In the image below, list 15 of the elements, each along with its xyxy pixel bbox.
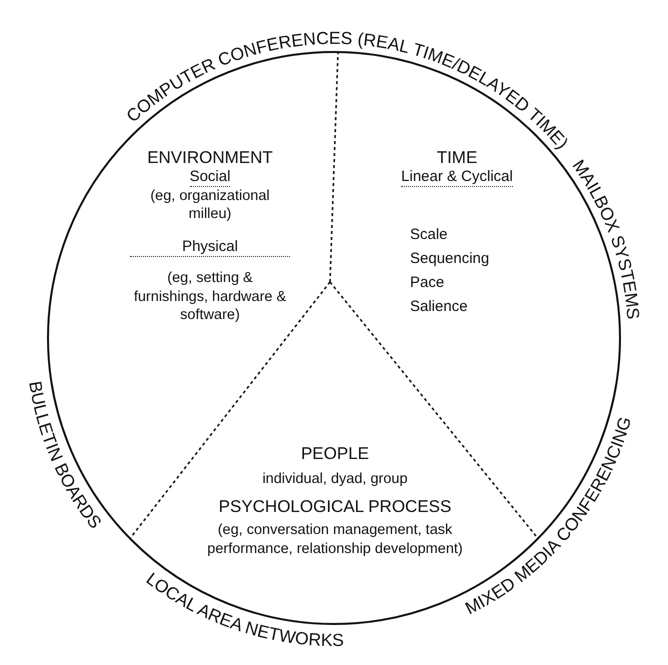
sector-subheading: Linear & Cyclical — [401, 169, 513, 186]
sector-heading: PEOPLE — [300, 444, 370, 464]
sector-text: Salience — [410, 296, 469, 316]
sector-text: Pace — [410, 272, 446, 292]
sector-subheading: Physical — [130, 239, 290, 257]
sector-text: Sequencing — [410, 248, 490, 268]
sector-heading: TIME — [436, 148, 478, 168]
sector-text: (eg, conversation management, task performance, relationship development) — [206, 520, 464, 559]
sector-heading: ENVIRONMENT — [146, 148, 274, 168]
sector-heading: PSYCHOLOGICAL PROCESS — [218, 496, 452, 517]
sector-text: Scale — [410, 224, 449, 244]
sector-text: (eg, organizational milleu) — [149, 186, 271, 224]
sector-subheading: Social — [190, 169, 230, 186]
sector-text: individual, dyad, group — [261, 470, 409, 489]
sector-text: (eg, setting & furnishings, hardware & software) — [132, 268, 288, 326]
